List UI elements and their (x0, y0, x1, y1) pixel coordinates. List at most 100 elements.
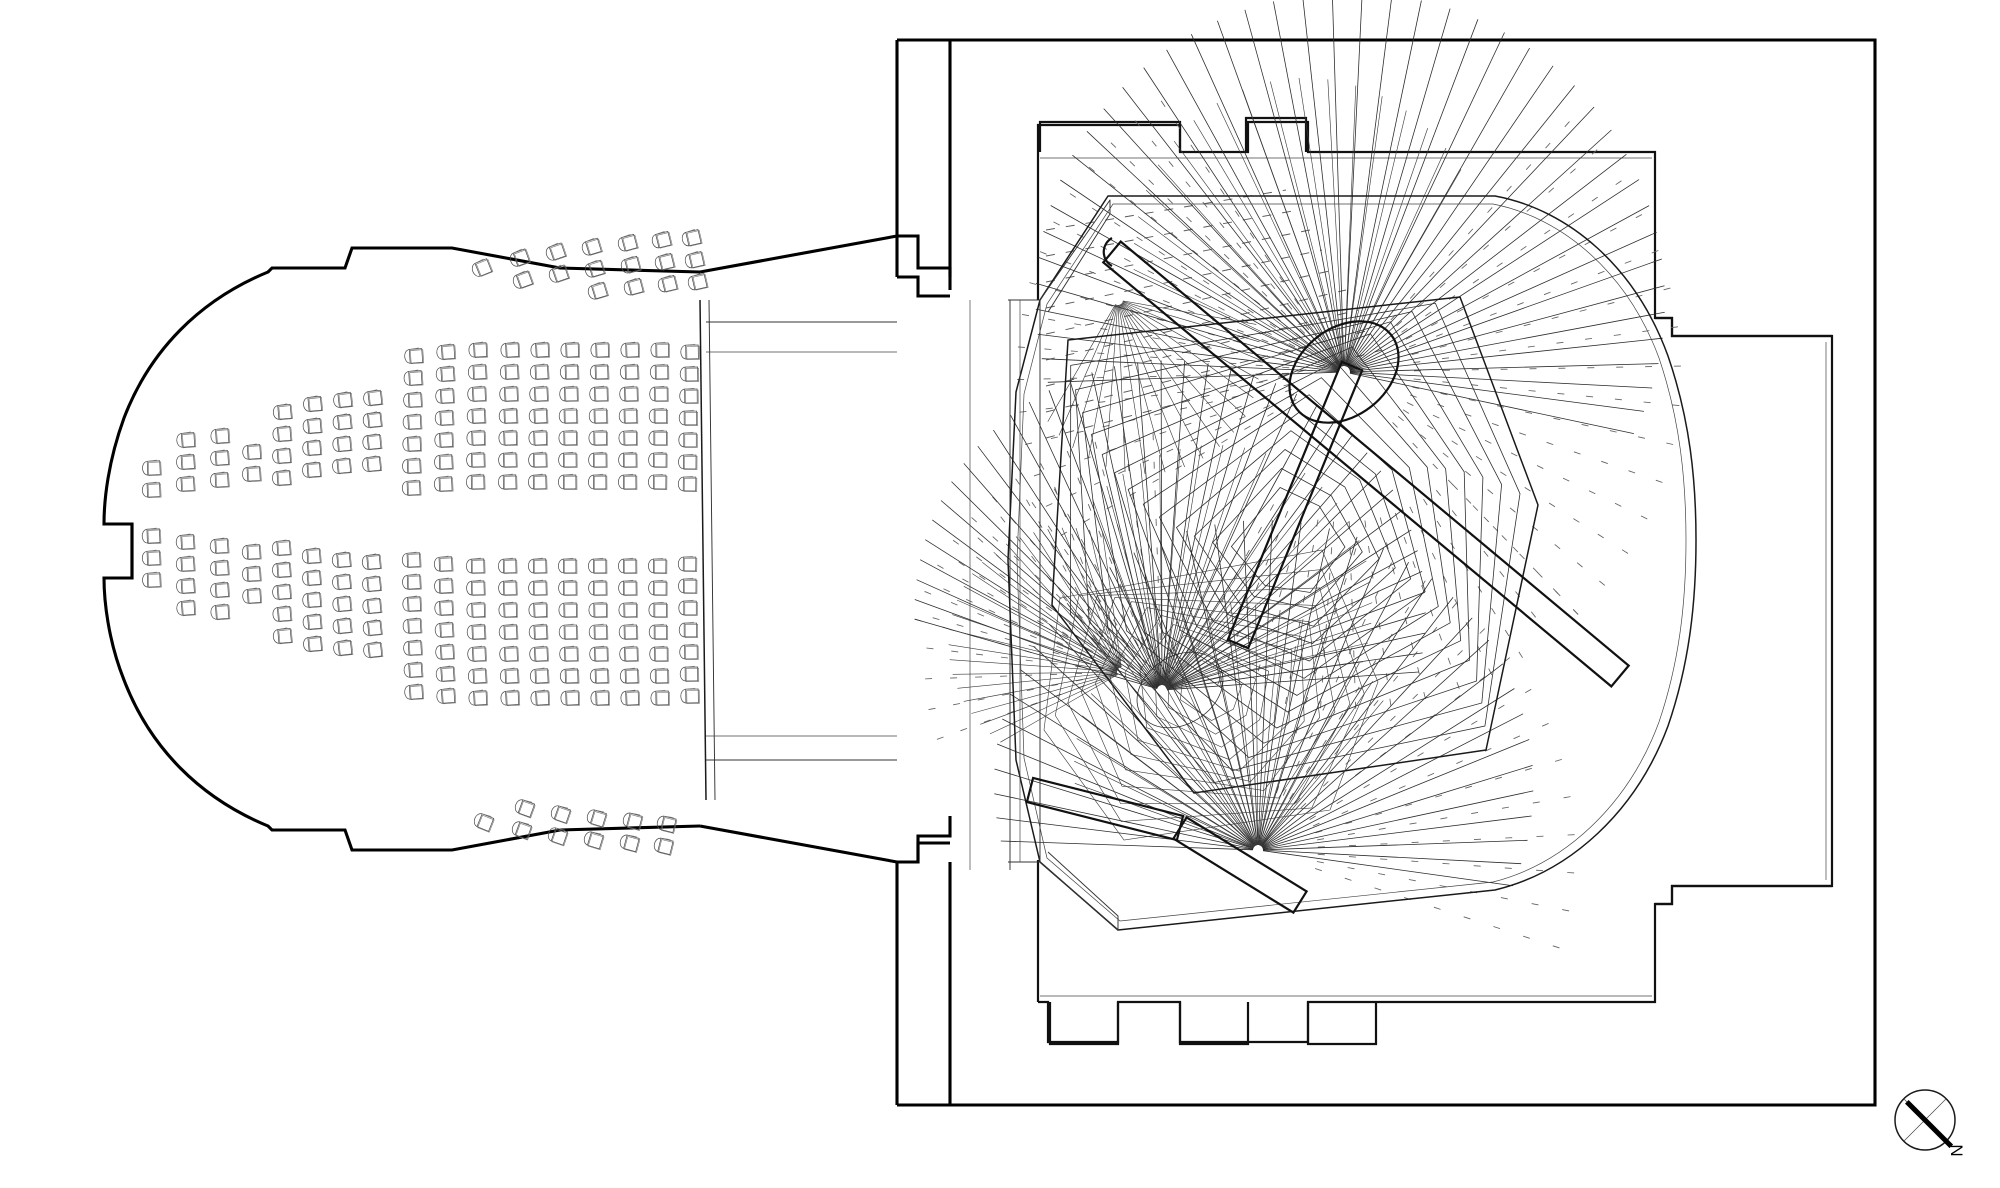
seat-pan (366, 554, 381, 570)
seat-pan (336, 617, 352, 634)
seat-pan (367, 619, 382, 636)
hatch-tick (1609, 430, 1623, 434)
seat-arm-top (533, 579, 544, 582)
seat-pan (595, 690, 610, 706)
hatch-tick (1442, 862, 1456, 865)
hatch-tick (1166, 229, 1178, 239)
hatch-tick (1335, 670, 1342, 683)
seat-arm-top (658, 252, 668, 257)
seat-offset (473, 669, 488, 684)
hatch-tick (1352, 624, 1354, 638)
hatch-tick (1025, 702, 1038, 708)
hatch-tick (1181, 212, 1192, 223)
seat-offset (654, 604, 668, 618)
seat-offset (589, 260, 606, 278)
hatch-tick (1023, 280, 1037, 285)
seat (499, 645, 519, 662)
seat (681, 229, 703, 247)
seat (402, 617, 423, 635)
fan-ray (963, 463, 1159, 687)
seat-offset (439, 455, 454, 470)
hatch-tick (1488, 668, 1495, 681)
hatch-tick (1101, 505, 1114, 513)
seat-offset (441, 667, 456, 683)
seat-back (302, 593, 309, 608)
hatch-tick (1064, 508, 1072, 521)
hatch-tick (1389, 698, 1393, 712)
seat-arm-top (439, 577, 449, 580)
seat-offset (628, 278, 645, 296)
fan-ray (1262, 765, 1533, 849)
fan-ray (1243, 520, 1259, 846)
hatch-tick (1440, 816, 1454, 820)
hatch-tick (1406, 402, 1419, 409)
hatch-tick (1045, 436, 1058, 441)
fan-pivot-south (994, 520, 1534, 887)
fan-ray (1166, 571, 1423, 689)
seat (466, 451, 486, 468)
fan-ray (1120, 303, 1220, 447)
seat-offset (625, 647, 639, 662)
seat-pan (246, 544, 261, 560)
seat-pan (146, 482, 161, 498)
hatch-tick (1402, 409, 1415, 418)
seat-arm-top (471, 623, 482, 626)
seat-offset (409, 371, 424, 387)
seat-back (619, 668, 626, 684)
seat-arm-top (683, 599, 694, 602)
seat-pan (471, 602, 486, 618)
seat-pan (276, 562, 291, 578)
hatch-tick (1011, 473, 1020, 485)
seat-pan (623, 408, 638, 424)
seat-back (436, 345, 443, 360)
fan-ray (1109, 567, 1257, 846)
seating-block-rear (401, 341, 700, 707)
seat (333, 391, 354, 409)
seat-offset (441, 367, 456, 383)
seat-back (272, 449, 279, 464)
seat-back (618, 452, 624, 468)
fan-ray (1037, 333, 1339, 372)
hatch-tick (1380, 858, 1394, 861)
seat-pan (366, 455, 382, 472)
fan-ray (1349, 311, 1665, 372)
hatch-tick (1153, 455, 1155, 469)
seat-pan (661, 275, 678, 293)
fan-ray (1164, 461, 1287, 686)
seat-offset (595, 387, 609, 402)
seat-pan (246, 588, 262, 604)
hatch-tick (1467, 224, 1478, 235)
hatch-tick (1435, 489, 1445, 501)
inner-wall-ne-chamfer (1655, 316, 1832, 338)
seat (302, 439, 323, 457)
seat-offset (565, 365, 580, 380)
fan-ray (1349, 372, 1644, 412)
seat-arm-top (585, 237, 595, 243)
seat-arm-top (337, 617, 347, 620)
fan-ray (1103, 108, 1341, 368)
hatch-tick (1412, 386, 1426, 391)
hatch-tick (1255, 336, 1269, 343)
hatch-tick (1588, 490, 1601, 497)
seat-pan (691, 273, 708, 291)
seat-pan (504, 668, 519, 684)
seat-arm-top (440, 665, 451, 668)
hatch-tick (1533, 265, 1546, 273)
seat-offset (408, 619, 423, 635)
bridge-beam-upper (1101, 240, 1631, 688)
seat-arm-top (406, 479, 417, 482)
fan-ray (1133, 269, 1339, 370)
seat (649, 363, 670, 380)
seat-back (363, 391, 370, 406)
seat (404, 683, 425, 701)
seat-offset (564, 603, 578, 618)
seat-pan (623, 430, 637, 446)
hatch-tick (1465, 470, 1476, 480)
hatch-tick (1174, 407, 1188, 411)
hatch-tick (1044, 662, 1058, 665)
seat-arm-top (684, 643, 695, 646)
seat-back (590, 342, 597, 358)
fan-ray (1162, 363, 1209, 686)
seat-pan (407, 392, 422, 408)
rotating-frame-5 (1101, 346, 1462, 729)
